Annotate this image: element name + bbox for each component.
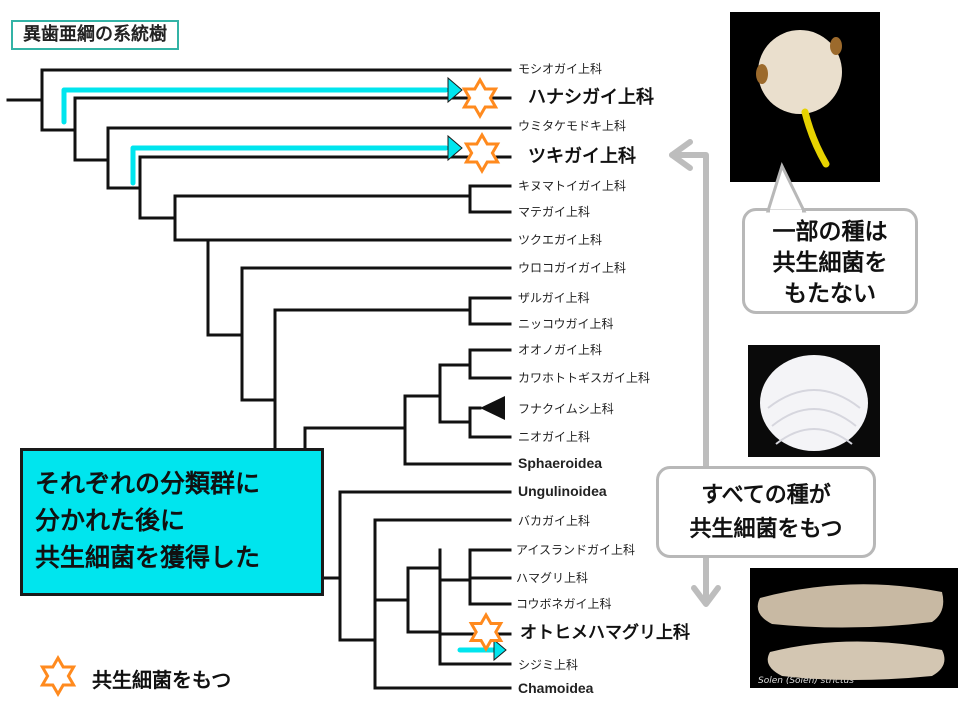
collapsed-clade-triangle — [480, 396, 505, 420]
leaf-label: アイスランドガイ上科 — [516, 543, 636, 557]
leaf-label: コウボネガイ上科 — [516, 597, 612, 611]
shell-photo-2 — [748, 345, 880, 457]
shell-photo-3: Solen (Solen) strictus — [750, 568, 958, 688]
star-icon — [468, 611, 504, 653]
leaf-label: オオノガイ上科 — [518, 343, 603, 357]
leaf-label: ハナシガイ上科 — [528, 87, 654, 108]
bubble-line: 一部の種は — [772, 219, 888, 245]
leaf-label: Ungulinoidea — [518, 483, 607, 499]
bubble-line: もたない — [784, 281, 876, 307]
slide-title: 異歯亜綱の系統樹 — [11, 20, 179, 50]
range-arrow-head-bottom — [691, 585, 721, 607]
leaf-label: Sphaeroidea — [518, 455, 603, 471]
bubble-some-species: 一部の種は 共生細菌を もたない — [742, 208, 918, 314]
leaf-label: マテガイ上科 — [518, 205, 591, 219]
shell-photo-1 — [730, 12, 880, 182]
bubble-line: すべての種が — [701, 483, 831, 508]
leaf-label: バカガイ上科 — [518, 514, 591, 528]
star-icon — [461, 77, 499, 119]
bubble-line: 共生細菌を — [772, 250, 888, 276]
leaf-label: ツクエガイ上科 — [518, 233, 603, 247]
bubble-line: 共生細菌をもつ — [689, 517, 843, 542]
acquisition-callout: それぞれの分類群に 分かれた後に 共生細菌を獲得した — [20, 448, 324, 596]
leaf-label: カワホトトギスガイ上科 — [518, 371, 651, 385]
leaf-label: モシオガイ上科 — [518, 62, 603, 76]
star-icon — [463, 132, 501, 174]
leaf-label: フナクイムシ上科 — [518, 402, 614, 416]
callout-line: 分かれた後に — [35, 506, 186, 535]
callout-line: それぞれの分類群に — [35, 469, 261, 498]
arrow-head — [447, 134, 463, 162]
acquisition-arrow — [61, 87, 449, 125]
acquisition-arrow — [130, 145, 449, 186]
leaf-label: ザルガイ上科 — [518, 291, 590, 305]
leaf-label: ニッコウガイ上科 — [518, 317, 614, 331]
leaf-label: ウロコガイガイ上科 — [518, 261, 627, 275]
arrow-head — [447, 76, 463, 104]
photo-caption: Solen (Solen) strictus — [758, 676, 854, 686]
legend-star-icon — [39, 655, 77, 697]
legend-label: 共生細菌をもつ — [92, 668, 232, 692]
range-arrow-line — [669, 152, 709, 603]
bubble-all-species: すべての種が 共生細菌をもつ — [656, 466, 876, 558]
leaf-label: ハマグリ上科 — [516, 571, 589, 585]
leaf-label: ニオガイ上科 — [518, 430, 591, 444]
leaf-label: ウミタケモドキ上科 — [518, 119, 627, 133]
leaf-label: シジミ上科 — [518, 658, 579, 672]
arrow-head — [493, 638, 507, 662]
leaf-label: キヌマトイガイ上科 — [518, 179, 627, 193]
range-arrow-head-top — [669, 139, 693, 171]
leaf-label: Chamoidea — [518, 680, 594, 696]
leaf-label: オトヒメハマグリ上科 — [520, 623, 690, 643]
callout-line: 共生細菌を獲得した — [35, 543, 261, 572]
leaf-label: ツキガイ上科 — [528, 146, 636, 167]
